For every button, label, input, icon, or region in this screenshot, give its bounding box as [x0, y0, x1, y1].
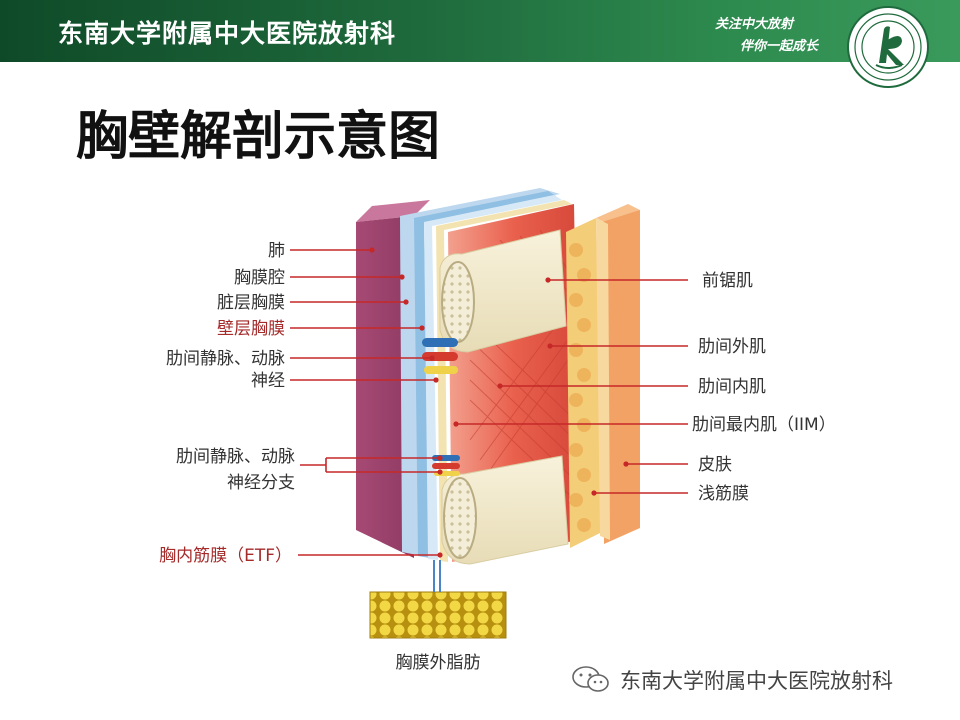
leader-lines-left — [290, 249, 440, 556]
label-superficial-fascia: 浅筋膜 — [698, 484, 749, 504]
leader-dots — [369, 247, 629, 558]
lower-rib — [441, 455, 569, 565]
label-nerve-branch: 神经分支 — [227, 473, 295, 493]
label-internal-intercostal: 肋间内肌 — [698, 377, 766, 397]
label-serratus-anterior: 前锯肌 — [702, 271, 753, 291]
upper-rib — [439, 229, 567, 353]
label-skin: 皮肤 — [698, 455, 732, 475]
label-parietal-pleura: 壁层胸膜 — [217, 319, 285, 339]
label-external-intercostal: 肋间外肌 — [698, 337, 766, 357]
labels-right: 前锯肌 肋间外肌 肋间内肌 肋间最内肌（IIM） 皮肤 浅筋膜 — [692, 271, 836, 504]
slogan-line-1: 关注中大放射 — [715, 17, 794, 32]
superficial-fascia-layer — [566, 218, 602, 548]
leader-lines-right — [456, 279, 688, 494]
upper-neurovascular-bundle — [422, 338, 458, 374]
labels-left: 肺 胸膜腔 脏层胸膜 壁层胸膜 肋间静脉、动脉 神经 肋间静脉、动脉 神经分支 … — [159, 241, 295, 566]
header-bar: 东南大学附属中大医院放射科 关注中大放射 伴你一起成长 — [0, 0, 960, 62]
label-visceral-pleura: 脏层胸膜 — [217, 293, 285, 313]
slogan-line-2: 伴你一起成长 — [740, 39, 819, 54]
page-title: 胸壁解剖示意图 — [76, 107, 441, 167]
hospital-logo — [847, 6, 929, 88]
label-intercostal-vessels-lower: 肋间静脉、动脉 — [176, 447, 295, 467]
lower-neurovascular-bundle — [432, 455, 460, 476]
label-extrapleural-fat: 胸膜外脂肪 — [396, 653, 481, 673]
label-nerve-upper: 神经 — [251, 371, 285, 391]
footer-brand: 东南大学附属中大医院放射科 — [620, 669, 893, 693]
extrapleural-fat-inset — [369, 560, 507, 639]
header-brand: 东南大学附属中大医院放射科 — [58, 19, 397, 48]
skin-layer — [596, 204, 640, 544]
wechat-icon — [572, 666, 609, 692]
label-lung: 肺 — [268, 241, 285, 261]
pleura-layers — [400, 188, 562, 560]
label-pleural-cavity: 胸膜腔 — [234, 268, 285, 288]
label-innermost-intercostal: 肋间最内肌（IIM） — [692, 415, 836, 435]
label-etf: 胸内筋膜（ETF） — [159, 546, 292, 566]
label-intercostal-vessels-upper: 肋间静脉、动脉 — [166, 349, 285, 369]
